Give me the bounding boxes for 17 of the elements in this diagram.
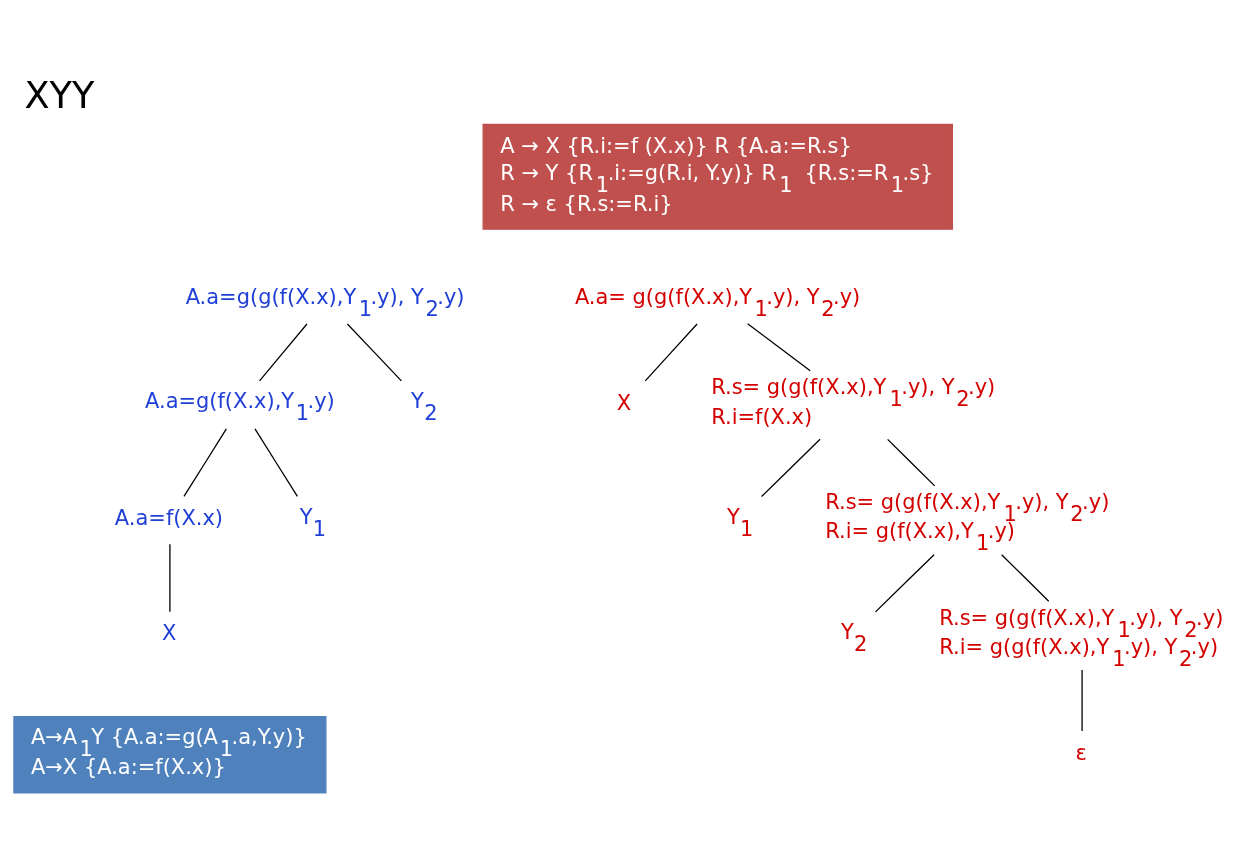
connector: [183, 428, 227, 498]
connector: [747, 323, 811, 372]
diagram-title: XYY: [24, 73, 95, 117]
node-text: A.a=f(X.x): [114, 506, 224, 531]
connector: [886, 438, 936, 487]
connector: [1081, 669, 1083, 732]
connector: [346, 323, 403, 382]
connector: [169, 543, 171, 613]
node-text: X: [162, 621, 177, 646]
node-text: ε: [1075, 740, 1087, 765]
connector: [760, 438, 821, 498]
connector: [258, 323, 308, 382]
connector: [1001, 554, 1050, 602]
connector: [254, 428, 299, 498]
connector: [644, 323, 698, 382]
connector: [874, 554, 935, 613]
node-text: X: [616, 390, 632, 415]
